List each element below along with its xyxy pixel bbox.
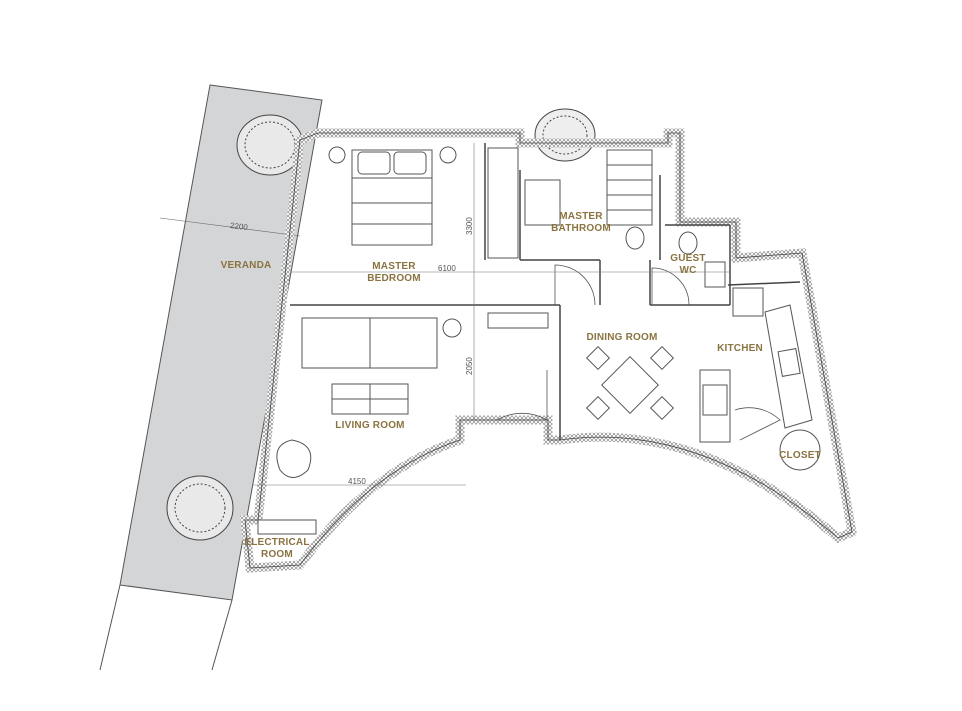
label-line: GUEST	[670, 253, 706, 264]
label-master-bedroom: MASTER BEDROOM	[367, 261, 421, 285]
label-line: ELECTRICAL	[244, 537, 310, 548]
bath-fixtures	[524, 149, 726, 288]
dim-bedroom-depth: 3300	[465, 217, 474, 235]
dimension-lines	[252, 143, 730, 486]
label-master-bathroom: MASTER BATHROOM	[551, 211, 611, 235]
label-living-room: LIVING ROOM	[335, 420, 405, 431]
label-electrical-room: ELECTRICAL ROOM	[244, 537, 309, 561]
label-closet: CLOSET	[779, 450, 821, 461]
dim-living-width: 4150	[348, 477, 366, 486]
label-veranda: VERANDA	[220, 260, 272, 271]
label-line: MASTER	[559, 211, 603, 222]
bed	[328, 146, 457, 246]
dining-set	[585, 345, 675, 421]
label-guest-wc: GUEST WC	[670, 253, 705, 277]
planter-bath	[534, 108, 596, 162]
dim-living-depth: 2050	[465, 357, 474, 375]
label-line: MASTER	[372, 261, 416, 272]
dim-bedroom-width: 6100	[438, 264, 456, 273]
label-line: WC	[679, 265, 697, 276]
living-furniture	[257, 312, 549, 535]
doors	[496, 264, 781, 441]
label-kitchen: KITCHEN	[717, 343, 763, 354]
wardrobe	[487, 147, 519, 259]
label-line: ROOM	[261, 549, 293, 560]
label-dining-room: DINING ROOM	[586, 332, 658, 343]
label-line: BEDROOM	[367, 273, 421, 284]
planter-bottom	[166, 475, 234, 541]
kitchen-fixtures	[699, 287, 821, 471]
interior-walls	[290, 143, 801, 440]
label-line: BATHROOM	[551, 223, 611, 234]
